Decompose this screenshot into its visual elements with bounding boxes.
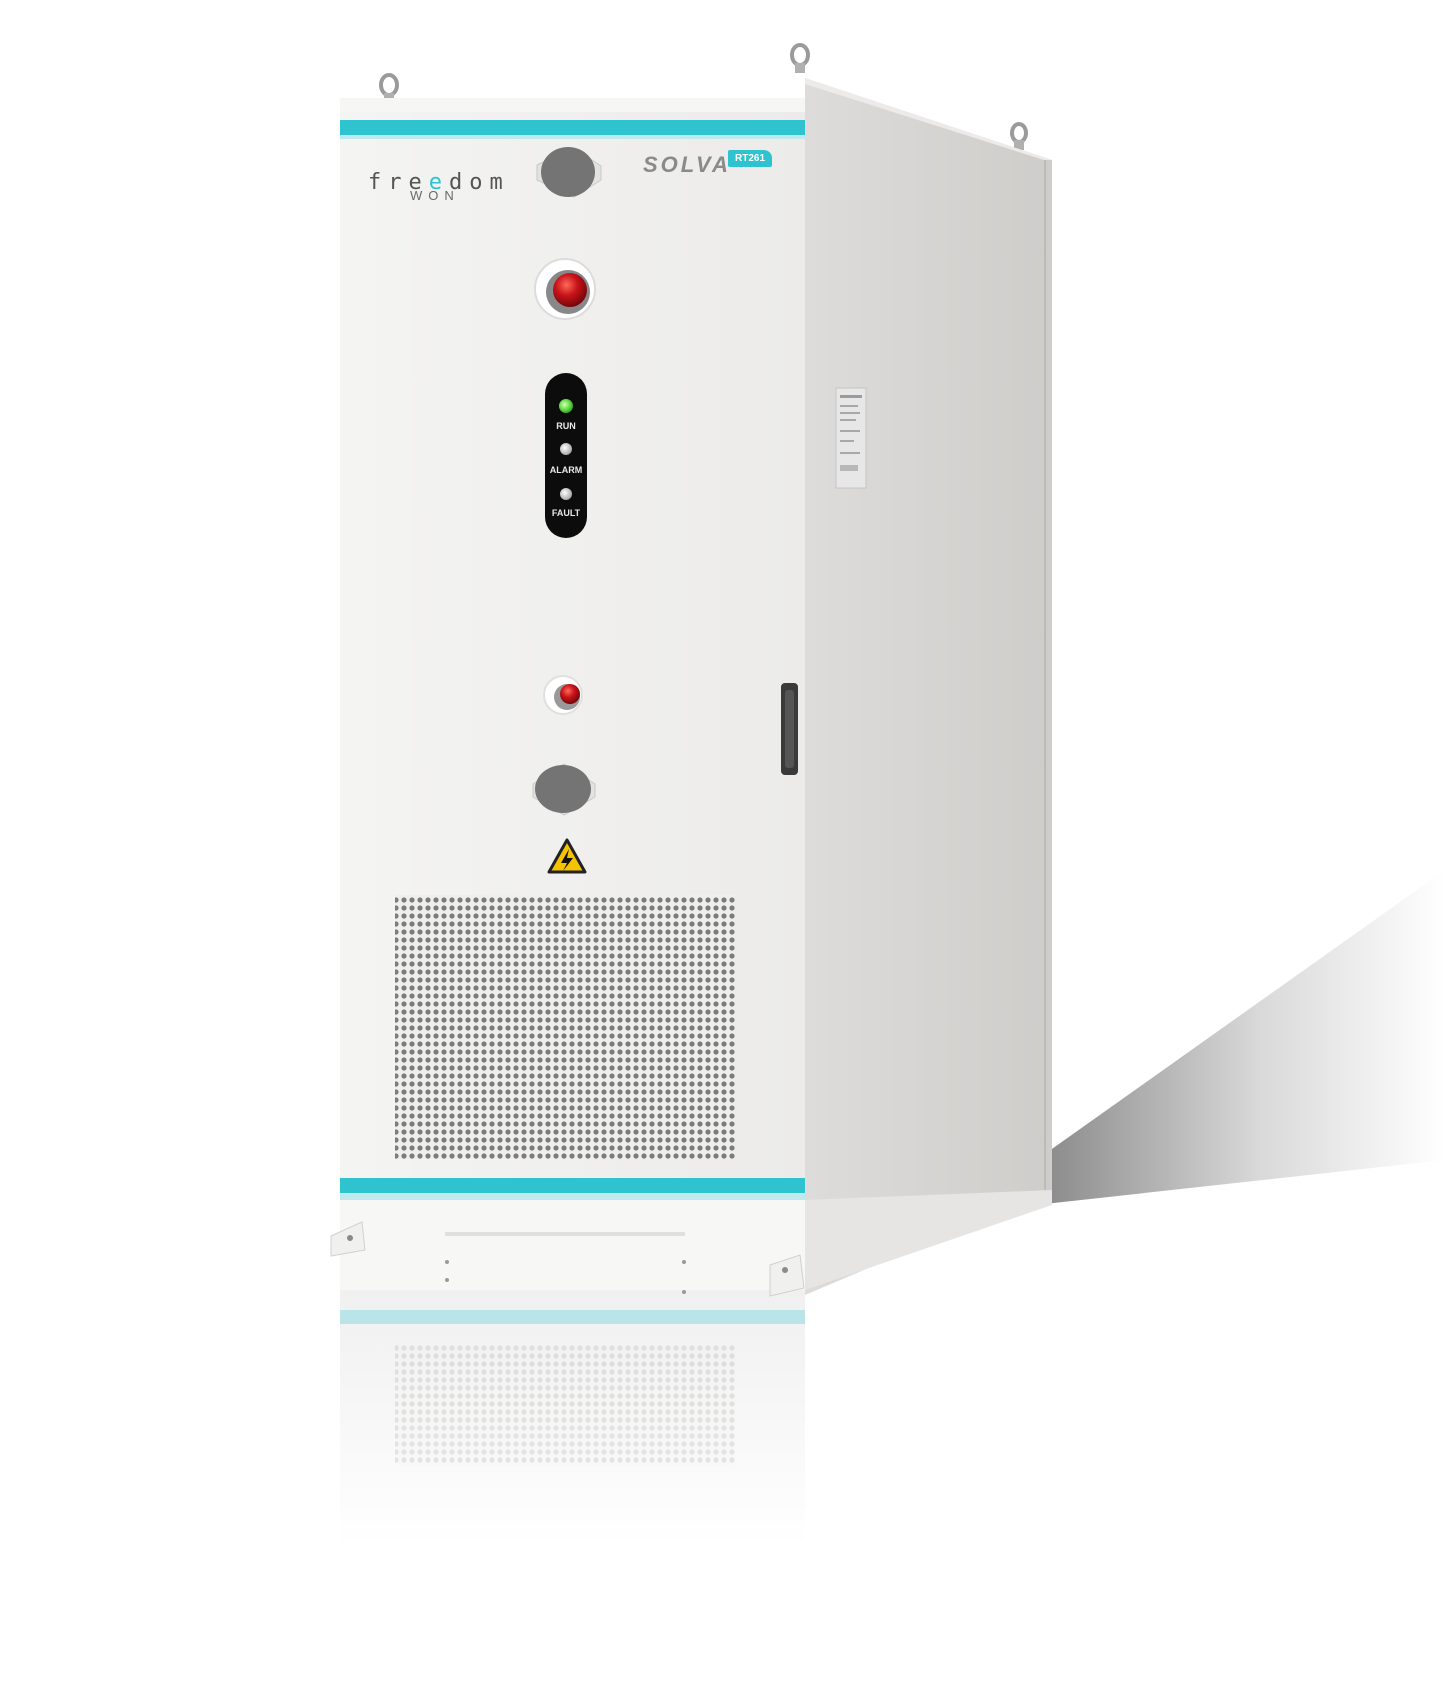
reflection-grille <box>395 1345 735 1465</box>
run-led-icon <box>559 399 573 413</box>
cabinet-plinth <box>340 1200 805 1290</box>
lifting-eye-icon <box>379 73 399 101</box>
rating-label-plate <box>835 387 867 489</box>
cabinet-side-panel <box>805 78 1052 1295</box>
gland-plate-icon <box>536 147 602 198</box>
floor-shadow <box>980 870 1445 1210</box>
freedom-won-logo-sub: WON <box>410 188 460 203</box>
freedom-won-logo: freedom <box>368 170 510 195</box>
high-voltage-warning-icon <box>547 838 587 874</box>
mounting-foot-icon <box>330 1221 366 1257</box>
cabinet-top-cap <box>340 98 805 114</box>
lifting-eye-icon <box>1010 122 1028 150</box>
alarm-led-icon <box>560 443 572 455</box>
emergency-stop-icon[interactable] <box>534 258 596 320</box>
fault-led-icon <box>560 488 572 500</box>
door-handle-icon[interactable] <box>781 683 798 775</box>
led-label-alarm: ALARM <box>549 465 583 475</box>
led-label-fault: FAULT <box>551 508 581 518</box>
ventilation-grille <box>395 895 735 1159</box>
reflection-stripe <box>340 1310 805 1324</box>
bottom-accent-stripe <box>340 1178 805 1193</box>
mounting-foot-icon <box>769 1254 805 1297</box>
led-label-run: RUN <box>556 421 576 431</box>
indicator-panel <box>545 373 587 538</box>
emergency-stop-icon[interactable] <box>543 675 583 715</box>
solva-logo: SOLVA <box>643 152 731 177</box>
lifting-eye-icon <box>790 43 810 73</box>
gland-plate-icon <box>532 763 596 816</box>
top-accent-stripe <box>340 120 805 135</box>
model-badge: RT261 <box>728 150 772 167</box>
